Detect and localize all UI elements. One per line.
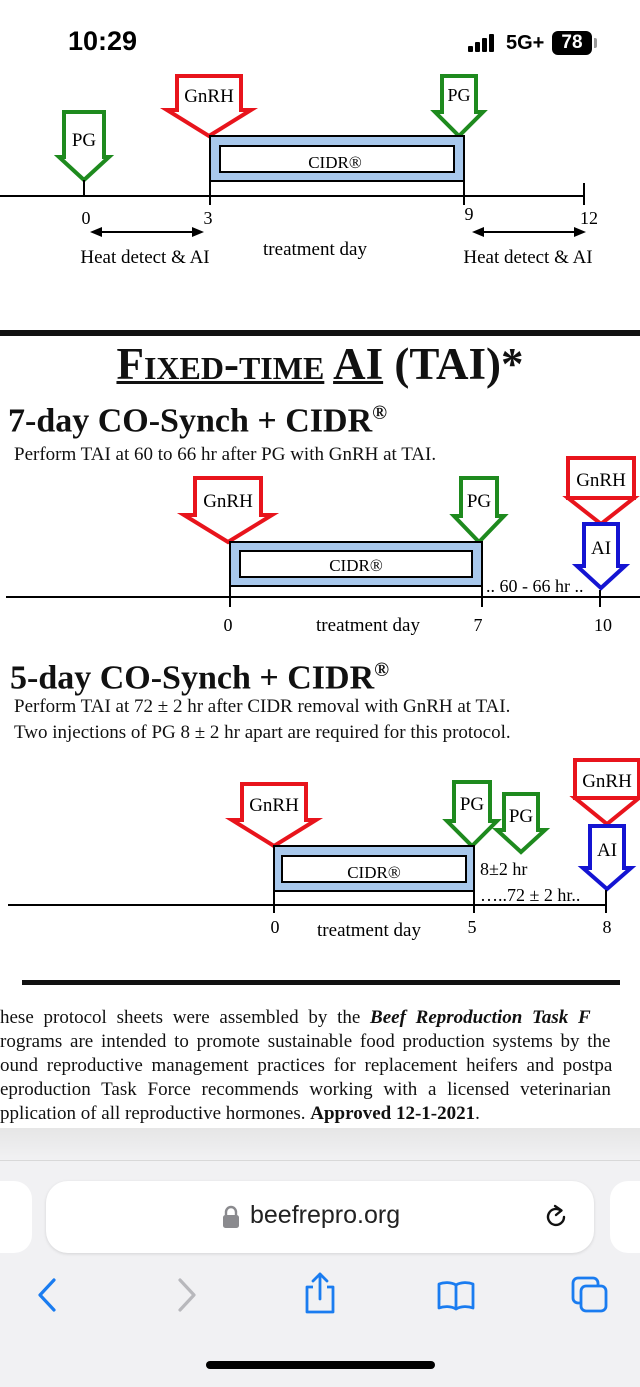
- heading-fixed-time: Fixed-time: [116, 339, 325, 389]
- seven-tick-0: 0: [224, 615, 233, 635]
- status-bar: 10:29 5G+ 78: [0, 0, 640, 80]
- five-gnrh2-label: GnRH: [582, 771, 632, 792]
- footer-line-4: eproduction Task Force recommends workin…: [0, 1079, 611, 1100]
- five-tick-8: 8: [603, 917, 612, 937]
- browser-toolbar: beefrepro.org: [0, 1160, 640, 1387]
- home-indicator: [206, 1361, 435, 1369]
- reload-icon[interactable]: [542, 1203, 570, 1231]
- gnrh-arrow-icon: [159, 74, 259, 139]
- five-gnrh-label: GnRH: [249, 795, 299, 816]
- previous-tab-preview[interactable]: [0, 1181, 32, 1253]
- page-edge-shadow: [0, 1128, 640, 1160]
- tabs-icon[interactable]: [570, 1275, 610, 1315]
- back-icon[interactable]: [34, 1277, 60, 1313]
- address-bar[interactable]: beefrepro.org: [46, 1181, 594, 1253]
- battery-nub: [594, 38, 597, 48]
- lock-icon: [223, 1205, 239, 1228]
- bookmarks-icon[interactable]: [436, 1279, 476, 1311]
- right-interval-arrow: [472, 227, 586, 237]
- footer-line-5-end: .: [475, 1103, 480, 1124]
- five-day-title: 5-day CO-Synch + CIDR®: [10, 659, 389, 697]
- five-day-reg: ®: [374, 659, 390, 681]
- top-tick-0: 0: [82, 208, 91, 228]
- seven-gnrh-arrow-icon: [176, 476, 280, 545]
- seven-day-reg: ®: [372, 402, 388, 424]
- top-protocol-diagram: PG GnRH PG CIDR® 0 3 9 12 Heat detect & …: [0, 74, 598, 268]
- share-icon[interactable]: [302, 1271, 338, 1315]
- footer-line-2: rograms are intended to promote sustaina…: [0, 1031, 611, 1052]
- clock: 10:29: [68, 26, 138, 56]
- heading-ai: AI: [333, 339, 384, 389]
- heading-tai: (TAI)*: [394, 339, 524, 389]
- top-tick-3: 3: [204, 208, 213, 228]
- five-axis-label: treatment day: [317, 920, 421, 941]
- five-tick-5: 5: [468, 917, 477, 937]
- five-pg-interval: 8±2 hr: [480, 859, 527, 879]
- seven-pg-label: PG: [467, 491, 492, 512]
- five-day-title-text: 5-day CO-Synch + CIDR: [10, 659, 375, 697]
- five-day-diagram: GnRH PG PG GnRH AI CIDR® 8±2 hr …..72 ± …: [8, 758, 640, 941]
- five-tick-0: 0: [271, 917, 280, 937]
- top-pg-label: PG: [72, 130, 97, 151]
- five-interval-label: …..72 ± 2 hr..: [480, 885, 580, 905]
- seven-interval-label: .. 60 - 66 hr ..: [486, 576, 584, 596]
- top-pg2-label: PG: [447, 85, 470, 105]
- five-cidr-label: CIDR®: [347, 863, 401, 882]
- left-interval-arrow: [90, 227, 204, 237]
- footer-line-5: pplication of all reproductive hormones.…: [0, 1103, 480, 1124]
- footer-paragraph: hese protocol sheets were assembled by t…: [0, 1004, 640, 1124]
- seven-pg-arrow-icon: [449, 476, 509, 545]
- seven-gnrh2-label: GnRH: [576, 470, 626, 491]
- five-ai-arrow-icon: [577, 824, 637, 892]
- footer-line-1: hese protocol sheets were assembled by t…: [0, 1007, 591, 1029]
- seven-cidr-label: CIDR®: [329, 556, 383, 575]
- top-heat-left: Heat detect & AI: [80, 247, 209, 268]
- section-divider: [0, 330, 640, 336]
- footer-line-1-text: hese protocol sheets were assembled by t…: [0, 1007, 371, 1028]
- five-gnrh2-box: [573, 758, 640, 800]
- footer-approved: Approved 12-1-2021: [310, 1103, 476, 1124]
- seven-ai-arrow-icon: [571, 522, 631, 591]
- seven-day-title: 7-day CO-Synch + CIDR®: [8, 402, 387, 440]
- signal-icon: [468, 34, 498, 52]
- seven-ai-label: AI: [591, 538, 611, 559]
- five-pg2-label: PG: [509, 806, 534, 827]
- top-cidr-label: CIDR®: [308, 153, 362, 172]
- url-text: beefrepro.org: [250, 1201, 401, 1229]
- seven-day-diagram: GnRH PG GnRH AI CIDR® .. 60 - 66 hr .. 0…: [6, 456, 640, 636]
- footer-line-5-text: pplication of all reproductive hormones.: [0, 1103, 311, 1124]
- top-axis-label: treatment day: [263, 239, 367, 260]
- five-day-description-1: Perform TAI at 72 ± 2 hr after CIDR remo…: [14, 696, 511, 717]
- main-heading: Fixed-time AI (TAI)*: [0, 338, 640, 390]
- forward-icon[interactable]: [174, 1277, 200, 1313]
- top-tick-9: 9: [465, 204, 474, 224]
- seven-day-title-text: 7-day CO-Synch + CIDR: [8, 402, 373, 440]
- five-pg2-arrow-icon: [491, 792, 551, 855]
- five-pg-label: PG: [460, 794, 485, 815]
- seven-axis-label: treatment day: [316, 615, 420, 636]
- footer-task-force: Beef Reproduction Task F: [370, 1007, 591, 1028]
- seven-gnrh-label: GnRH: [203, 491, 253, 512]
- footer-line-3: ound reproductive management practices f…: [0, 1055, 613, 1076]
- next-tab-preview[interactable]: [610, 1181, 640, 1253]
- top-tick-12: 12: [580, 208, 598, 228]
- battery-icon: 78: [552, 31, 592, 55]
- five-gnrh-arrow-icon: [224, 782, 324, 849]
- network-label: 5G+: [506, 32, 545, 54]
- pg-arrow-icon: [53, 110, 115, 196]
- seven-tick-7: 7: [474, 615, 483, 635]
- top-heat-right: Heat detect & AI: [463, 247, 592, 268]
- pg2-arrow-icon: [430, 74, 488, 139]
- top-gnrh-label: GnRH: [184, 86, 234, 107]
- five-ai-label: AI: [597, 840, 617, 861]
- five-pg-arrow-icon: [442, 780, 502, 849]
- bottom-rule: [22, 980, 620, 985]
- seven-day-description: Perform TAI at 60 to 66 hr after PG with…: [14, 444, 437, 465]
- seven-tick-10: 10: [594, 615, 612, 635]
- five-day-description-2: Two injections of PG 8 ± 2 hr apart are …: [14, 722, 511, 743]
